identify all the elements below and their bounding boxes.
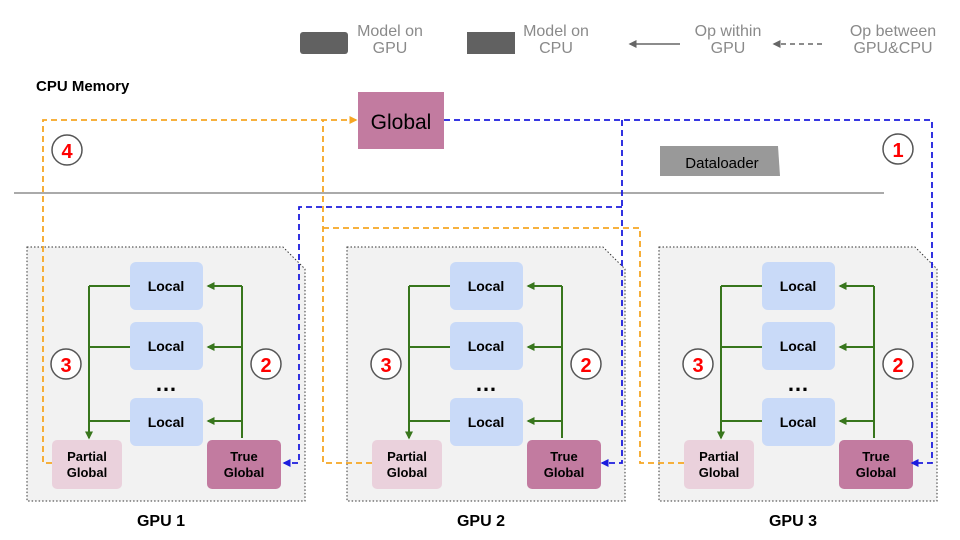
local-model-label: Local bbox=[148, 414, 185, 430]
step-marker-4: 4 bbox=[51, 134, 83, 166]
step-marker-3: 3 bbox=[370, 348, 402, 380]
orange-link-gpu3-to-global bbox=[323, 227, 684, 464]
partial-global-box bbox=[52, 440, 122, 489]
blue-link-global-to-gpu1 bbox=[282, 206, 622, 467]
gpu-label: GPU 1 bbox=[137, 513, 185, 530]
svg-text:4: 4 bbox=[61, 141, 73, 163]
partial-global-box bbox=[684, 440, 754, 489]
step-marker-3: 3 bbox=[50, 348, 82, 380]
true-global-box bbox=[207, 440, 281, 489]
true-global-box bbox=[839, 440, 913, 489]
ellipsis: … bbox=[787, 371, 809, 396]
dataloader-label: Dataloader bbox=[685, 155, 758, 172]
local-model-label: Local bbox=[148, 338, 185, 354]
local-model-box bbox=[450, 398, 523, 446]
svg-text:3: 3 bbox=[692, 355, 703, 377]
local-model-label: Local bbox=[780, 414, 817, 430]
dataloader-shape bbox=[660, 146, 780, 176]
local-model-label: Local bbox=[780, 338, 817, 354]
gpu-label: GPU 2 bbox=[457, 513, 505, 530]
local-model-box bbox=[450, 262, 523, 310]
step-marker-2: 2 bbox=[882, 348, 914, 380]
svg-text:2: 2 bbox=[580, 355, 591, 377]
local-model-label: Local bbox=[780, 278, 817, 294]
global-model-box bbox=[358, 92, 444, 149]
step-marker-1: 1 bbox=[882, 133, 914, 165]
global-model-label: Global bbox=[371, 111, 432, 134]
step-marker-2: 2 bbox=[250, 348, 282, 380]
local-model-box bbox=[130, 262, 203, 310]
legend-cpu-swatch bbox=[467, 32, 515, 54]
local-model-label: Local bbox=[468, 414, 505, 430]
legend-gpu-swatch bbox=[300, 32, 348, 54]
orange-link-gpu1-to-global bbox=[42, 116, 358, 464]
ellipsis: … bbox=[475, 371, 497, 396]
local-model-label: Local bbox=[468, 278, 505, 294]
local-model-label: Local bbox=[468, 338, 505, 354]
gpu-panel-background bbox=[26, 246, 306, 502]
cpu-memory-title: CPU Memory bbox=[36, 78, 130, 95]
local-model-box bbox=[762, 322, 835, 370]
svg-text:1: 1 bbox=[892, 140, 903, 162]
svg-text:3: 3 bbox=[60, 355, 71, 377]
local-model-box bbox=[762, 262, 835, 310]
local-model-box bbox=[762, 398, 835, 446]
partial-global-box bbox=[372, 440, 442, 489]
local-model-box bbox=[130, 398, 203, 446]
local-model-box bbox=[130, 322, 203, 370]
gpu-label: GPU 3 bbox=[769, 513, 817, 530]
step-marker-2: 2 bbox=[570, 348, 602, 380]
local-model-label: Local bbox=[148, 278, 185, 294]
local-model-box bbox=[450, 322, 523, 370]
blue-link-global-to-gpu2 bbox=[600, 120, 623, 467]
ellipsis: … bbox=[155, 371, 177, 396]
svg-text:3: 3 bbox=[380, 355, 391, 377]
gpu-panel-background bbox=[658, 246, 938, 502]
svg-text:2: 2 bbox=[892, 355, 903, 377]
cpu-gpu-connections bbox=[42, 116, 933, 467]
svg-text:2: 2 bbox=[260, 355, 271, 377]
step-marker-3: 3 bbox=[682, 348, 714, 380]
blue-link-global-to-gpu3 bbox=[444, 119, 933, 467]
gpu-panel-background bbox=[346, 246, 626, 502]
true-global-box bbox=[527, 440, 601, 489]
